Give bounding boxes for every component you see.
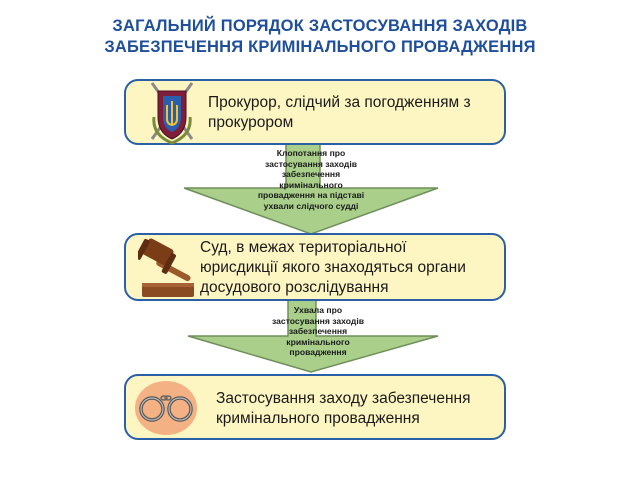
arrow-2-label-line: застосування заходів (271, 315, 364, 326)
step-1-text: прокурором (208, 114, 294, 131)
step-2-text: юрисдикції якого знаходяться органи (200, 259, 466, 276)
arrow-1-label: Клопотання про застосування заходів забе… (226, 148, 396, 212)
arrow-1-label-line: провадження на підставі (257, 190, 365, 201)
arrow-2-label-line: кримінального (286, 336, 350, 347)
arrow-1-label-line: забезпечення (281, 169, 341, 180)
title-line-1: ЗАГАЛЬНИЙ ПОРЯДОК ЗАСТОСУВАННЯ ЗАХОДІВ (112, 17, 528, 35)
arrow-2-label: Ухвала про застосування заходів забезпеч… (236, 305, 400, 358)
arrow-2-label-line: провадження (289, 347, 347, 358)
step-1-text: Прокурор, слідчий за погодженням з (208, 94, 471, 111)
arrow-2-label-line: забезпечення (288, 326, 348, 337)
step-2-text: досудового розслідування (200, 279, 389, 296)
flow-arrow-2 (187, 296, 439, 373)
page-title: ЗАГАЛЬНИЙ ПОРЯДОК ЗАСТОСУВАННЯ ЗАХОДІВ З… (0, 16, 640, 58)
step-3-text: кримінального провадження (216, 410, 420, 427)
prosecutor-emblem-icon (150, 82, 194, 145)
step-box-court: Суд, в межах територіальної юрисдикції я… (124, 233, 506, 301)
handcuffs-icon (135, 381, 197, 435)
arrow-1-label-line: Клопотання про (276, 148, 346, 158)
flow-arrow-1 (183, 140, 439, 235)
step-box-prosecutor: Прокурор, слідчий за погодженням з проку… (124, 79, 506, 145)
title-line-2: ЗАБЕЗПЕЧЕННЯ КРИМІНАЛЬНОГО ПРОВАДЖЕННЯ (104, 38, 536, 56)
step-2-text: Суд, в межах територіальної (200, 239, 407, 256)
arrow-1-label-line: ухвали слідчого судді (263, 200, 359, 211)
step-box-measure: Застосування заходу забезпечення криміна… (124, 374, 506, 440)
step-3-text: Застосування заходу забезпечення (216, 390, 471, 407)
arrow-1-label-line: застосування заходів (264, 158, 357, 169)
judge-gavel-icon (138, 238, 194, 297)
arrow-2-label-line: Ухвала про (293, 305, 343, 315)
arrow-1-label-line: кримінального (279, 179, 343, 190)
